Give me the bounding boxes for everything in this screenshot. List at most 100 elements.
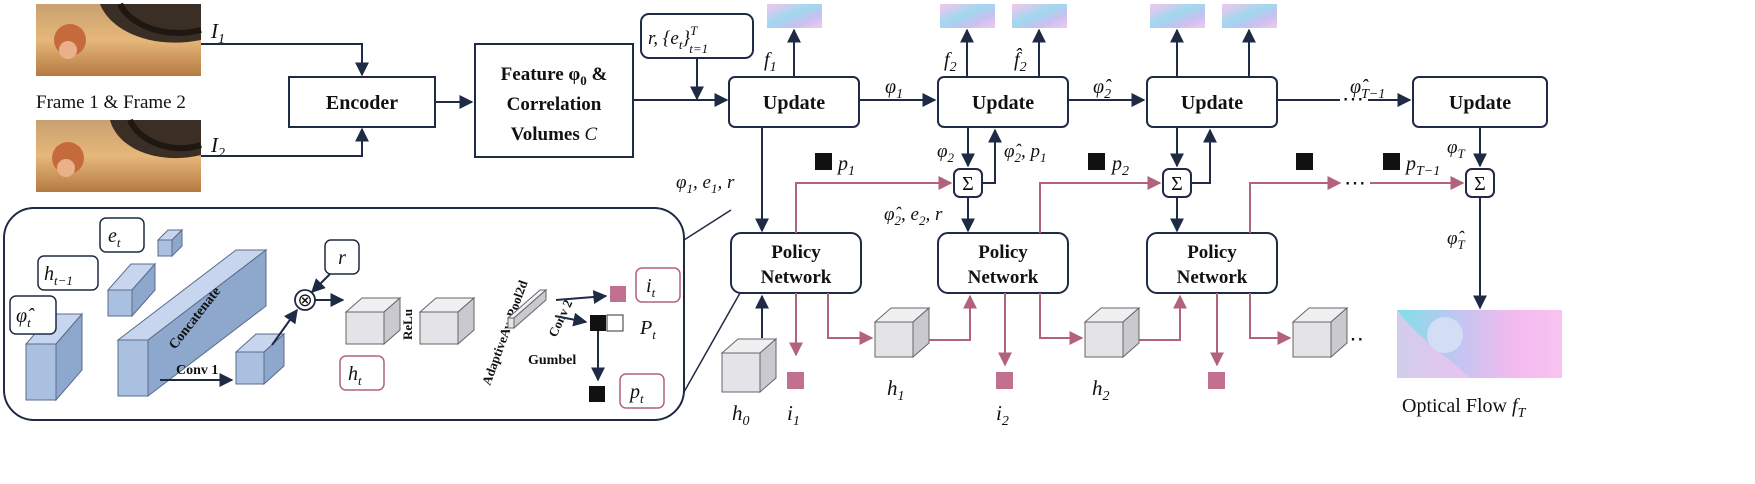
update-label-2: Update bbox=[972, 92, 1034, 114]
label-p2: p2 bbox=[1110, 153, 1129, 179]
label-i1: I1 bbox=[210, 19, 225, 47]
flow-thumbnails bbox=[767, 4, 1277, 28]
label-pTm1: pT−1 bbox=[1404, 153, 1440, 179]
inset-it-cube bbox=[610, 286, 626, 302]
inset-r-box bbox=[324, 239, 360, 275]
pink-cube-i2 bbox=[996, 372, 1013, 389]
feature-line1: Feature φ0 & bbox=[501, 64, 608, 88]
inset-r-label: r bbox=[338, 247, 346, 269]
pink-policy1-sum1 bbox=[795, 176, 953, 233]
inset-et-label: et bbox=[108, 225, 121, 250]
hidden-block-h2 bbox=[1083, 306, 1141, 359]
pink-policy3-dots bbox=[1249, 176, 1342, 233]
feature-line3: Volumes C bbox=[511, 124, 598, 145]
inset-it-box bbox=[635, 267, 681, 303]
label-i2-index: i2 bbox=[996, 401, 1009, 429]
pink-h1-policy2 bbox=[920, 294, 977, 341]
inset-pool-block bbox=[506, 288, 548, 330]
black-cube-p1 bbox=[815, 153, 832, 170]
inset-h-block bbox=[106, 262, 157, 318]
inset-pt-label: pt bbox=[628, 381, 644, 406]
policy-3-line2: Network bbox=[1177, 267, 1248, 288]
update-box-1: Update bbox=[728, 76, 860, 128]
inset-ht-label: ht bbox=[348, 363, 362, 388]
policy-inset: et ht−1 φ̂t Concatenate Conv 1 r ⊗ bbox=[3, 207, 741, 421]
pink-policy2-sum2 bbox=[1039, 176, 1162, 233]
inset-pt-box bbox=[619, 373, 665, 409]
inset-phit-box bbox=[9, 295, 57, 335]
inset-ht-block bbox=[344, 296, 402, 346]
update-label-3: Update bbox=[1181, 92, 1243, 114]
sum-node-2: Σ bbox=[1162, 168, 1192, 198]
wire-sum2-update3 bbox=[1191, 128, 1217, 184]
label-i1-index: i1 bbox=[787, 401, 800, 429]
inset-ht-box bbox=[339, 355, 385, 391]
pink-policy2-h2 bbox=[1039, 293, 1084, 345]
policy-network-3: Policy Network bbox=[1146, 232, 1278, 294]
hidden-block-h3 bbox=[1291, 306, 1349, 359]
inset-htm1-box bbox=[37, 255, 99, 291]
label-p1: p1 bbox=[836, 153, 855, 179]
label-phi2hat-p1: φ̂2, p1 bbox=[1004, 141, 1047, 165]
inset-wire-conv2-pt bbox=[554, 312, 588, 327]
update-box-2: Update bbox=[937, 76, 1069, 128]
dots-mid: ⋯ bbox=[1344, 170, 1366, 195]
label-policy-in2: φ̂2, e2, r bbox=[884, 204, 943, 228]
frame-1-image bbox=[36, 2, 202, 76]
svg-text:Σ: Σ bbox=[1171, 173, 1183, 195]
pink-policy3-h3 bbox=[1249, 293, 1292, 345]
label-f2: f2 bbox=[944, 49, 957, 75]
inset-gumbel-label: Gumbel bbox=[528, 353, 576, 368]
pink-cube-i1 bbox=[787, 372, 804, 389]
policy-2-line2: Network bbox=[968, 267, 1039, 288]
label-h2: h2 bbox=[1092, 376, 1110, 404]
update-label-1: Update bbox=[763, 92, 825, 114]
hidden-block-h1 bbox=[873, 306, 931, 359]
optical-flow-image bbox=[1397, 310, 1562, 378]
policy-3-line1: Policy bbox=[1187, 242, 1237, 263]
inset-wire-r-otimes bbox=[311, 273, 331, 293]
dots-top: ⋯ bbox=[1342, 86, 1364, 111]
update-label-4: Update bbox=[1449, 92, 1511, 114]
optical-flow-caption: Optical Flow fT bbox=[1402, 395, 1527, 421]
label-phiThat: φ̂T bbox=[1447, 228, 1466, 252]
inset-relu-block bbox=[418, 296, 476, 346]
label-policy-in1: φ1, e1, r bbox=[676, 172, 735, 196]
sum-node-1: Σ bbox=[953, 168, 983, 198]
inset-Pt-white bbox=[606, 314, 624, 332]
label-phi1: φ1 bbox=[885, 76, 903, 102]
label-i2: I2 bbox=[210, 133, 225, 161]
policy-1-line2: Network bbox=[761, 267, 832, 288]
update-box-3: Update bbox=[1146, 76, 1278, 128]
inset-pt-cube bbox=[589, 386, 605, 402]
label-h1: h1 bbox=[887, 376, 905, 404]
black-cube-p3 bbox=[1296, 153, 1313, 170]
policy-network-2: Policy Network bbox=[937, 232, 1069, 294]
encoder-label: Encoder bbox=[326, 92, 398, 114]
feature-box bbox=[474, 43, 634, 158]
svg-text:Σ: Σ bbox=[1474, 173, 1486, 195]
inset-relu-label: ReLu bbox=[400, 309, 415, 340]
policy-network-1: Policy Network bbox=[730, 232, 862, 294]
inset-conv1-label: Conv 1 bbox=[176, 363, 218, 378]
inset-it-label: it bbox=[646, 275, 656, 300]
inset-conv1-block bbox=[234, 332, 286, 386]
inset-wire-conv1-otimes bbox=[271, 308, 298, 346]
pink-h2-policy3 bbox=[1130, 294, 1187, 341]
sum-node-3: Σ bbox=[1465, 168, 1495, 198]
inset-connector-bottom bbox=[683, 292, 741, 393]
label-phi2: φ2 bbox=[937, 141, 955, 165]
feature-line2: Correlation bbox=[507, 94, 602, 115]
label-f1: f1 bbox=[764, 49, 777, 75]
label-phi2hat: φ̂2 bbox=[1093, 76, 1112, 102]
inset-e-block bbox=[156, 228, 184, 258]
policy-2-line1: Policy bbox=[978, 242, 1028, 263]
pink-cube-i3 bbox=[1208, 372, 1225, 389]
policy-1-line1: Policy bbox=[771, 242, 821, 263]
inset-et-box bbox=[99, 217, 145, 253]
label-phiT: φT bbox=[1447, 137, 1466, 161]
inset-otimes-symbol: ⊗ bbox=[297, 290, 312, 310]
black-cube-pTm1 bbox=[1383, 153, 1400, 170]
